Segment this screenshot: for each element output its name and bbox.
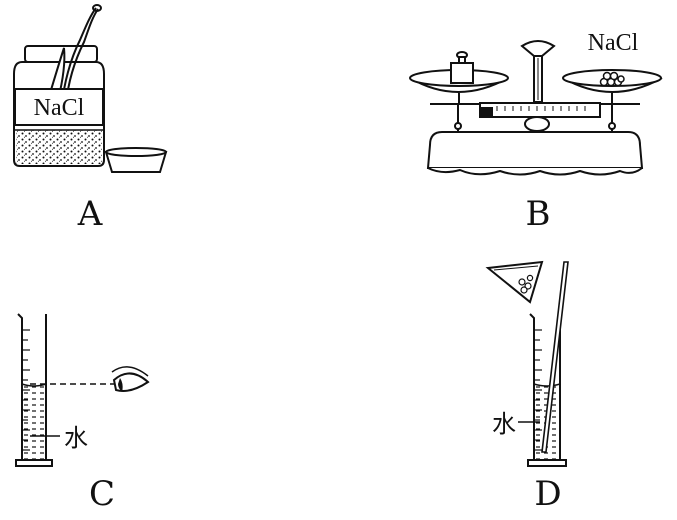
liquid-label: 水 (64, 424, 88, 452)
balance-pointer (520, 40, 556, 103)
jar-label: NaCl (34, 95, 85, 121)
weight (450, 51, 474, 84)
paper-with-salt (485, 260, 544, 304)
panel-d: 水 D (485, 260, 569, 514)
panel-a-label: A (77, 194, 103, 234)
glass-rod (541, 261, 569, 453)
spatula (46, 4, 102, 105)
balance-base (426, 131, 644, 176)
eye-icon (111, 366, 150, 392)
panel-b: NaCl B (409, 30, 663, 234)
panel-c-label: C (89, 474, 115, 514)
panel-c: 水 C (15, 313, 150, 514)
graduated-cylinder-water (22, 384, 46, 460)
panel-b-label: B (526, 194, 551, 234)
cylinder-graduations (534, 329, 542, 451)
liquid-label: 水 (492, 410, 516, 438)
salt-pile (599, 71, 625, 87)
jar-label-plate (14, 88, 104, 126)
pan-label: NaCl (588, 30, 639, 56)
panel-a: NaCl A (13, 4, 168, 234)
graduated-cylinder (527, 313, 567, 467)
panel-d-label: D (534, 474, 561, 514)
weighing-dish (104, 147, 168, 173)
cylinder-graduations (22, 329, 30, 451)
balance-beam (430, 102, 640, 132)
